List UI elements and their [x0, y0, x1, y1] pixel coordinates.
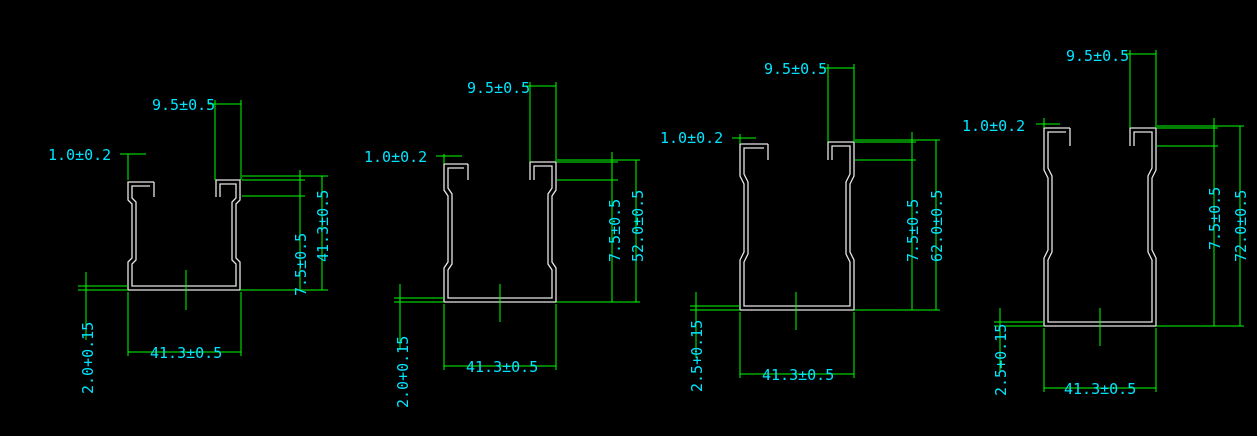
profile-1-thickness-label: 1.0±0.2 [48, 146, 111, 164]
profile-3: 9.5±0.5 1.0±0.2 7.5±0.5 62.0±0.5 41.3±0.… [660, 60, 946, 392]
profile-2-outline [443, 161, 557, 303]
profile-2-lip-label: 9.5±0.5 [467, 79, 530, 97]
profile-1-offset-label: 7.5±0.5 [292, 233, 310, 296]
profile-1-height-label: 41.3±0.5 [314, 190, 332, 262]
profile-3-lip-label: 9.5±0.5 [764, 60, 827, 78]
profile-4-lip-label: 9.5±0.5 [1066, 47, 1129, 65]
profile-2-width-label: 41.3±0.5 [466, 358, 538, 376]
profile-3-inner [743, 145, 851, 307]
profile-4-width-label: 41.3±0.5 [1064, 380, 1136, 398]
profile-2-offset-label: 7.5±0.5 [606, 199, 624, 262]
profile-3-outline [739, 141, 855, 311]
profile-1-inner [131, 183, 237, 287]
profile-4-height-label: 72.0±0.5 [1232, 190, 1250, 262]
profile-2-height-label: 52.0±0.5 [629, 190, 647, 262]
profile-4-gauge-label: 2.5+0.15 [992, 324, 1010, 396]
profile-4-dimension-lines [994, 50, 1244, 392]
profile-1-outline [127, 179, 241, 291]
profile-1: 9.5±0.5 1.0±0.2 7.5±0.5 41.3±0.5 41.3±0.… [48, 96, 332, 394]
profile-4-offset-label: 7.5±0.5 [1206, 187, 1224, 250]
profile-3-thickness-label: 1.0±0.2 [660, 129, 723, 147]
profile-2-gauge-label: 2.0+0.15 [394, 336, 412, 408]
profile-2-dimension-lines [394, 82, 640, 370]
profile-2-thickness-label: 1.0±0.2 [364, 148, 427, 166]
profile-4-outline [1043, 127, 1157, 327]
profile-4-thickness-label: 1.0±0.2 [962, 117, 1025, 135]
profile-3-height-label: 62.0±0.5 [928, 190, 946, 262]
profile-1-gauge-label: 2.0+0.15 [79, 322, 97, 394]
profile-2-inner [447, 165, 553, 299]
profile-2: 9.5±0.5 1.0±0.2 7.5±0.5 52.0±0.5 41.3±0.… [364, 79, 647, 408]
profile-3-offset-label: 7.5±0.5 [904, 199, 922, 262]
profile-1-width-label: 41.3±0.5 [150, 344, 222, 362]
profile-4-inner [1047, 131, 1153, 323]
profile-1-dimension-lines [78, 100, 328, 356]
profile-3-width-label: 41.3±0.5 [762, 366, 834, 384]
profile-4: 9.5±0.5 1.0±0.2 7.5±0.5 72.0±0.5 41.3±0.… [962, 47, 1250, 398]
profile-1-lip-label: 9.5±0.5 [152, 96, 215, 114]
profile-3-gauge-label: 2.5+0.15 [688, 320, 706, 392]
profile-3-dimension-lines [690, 64, 940, 378]
